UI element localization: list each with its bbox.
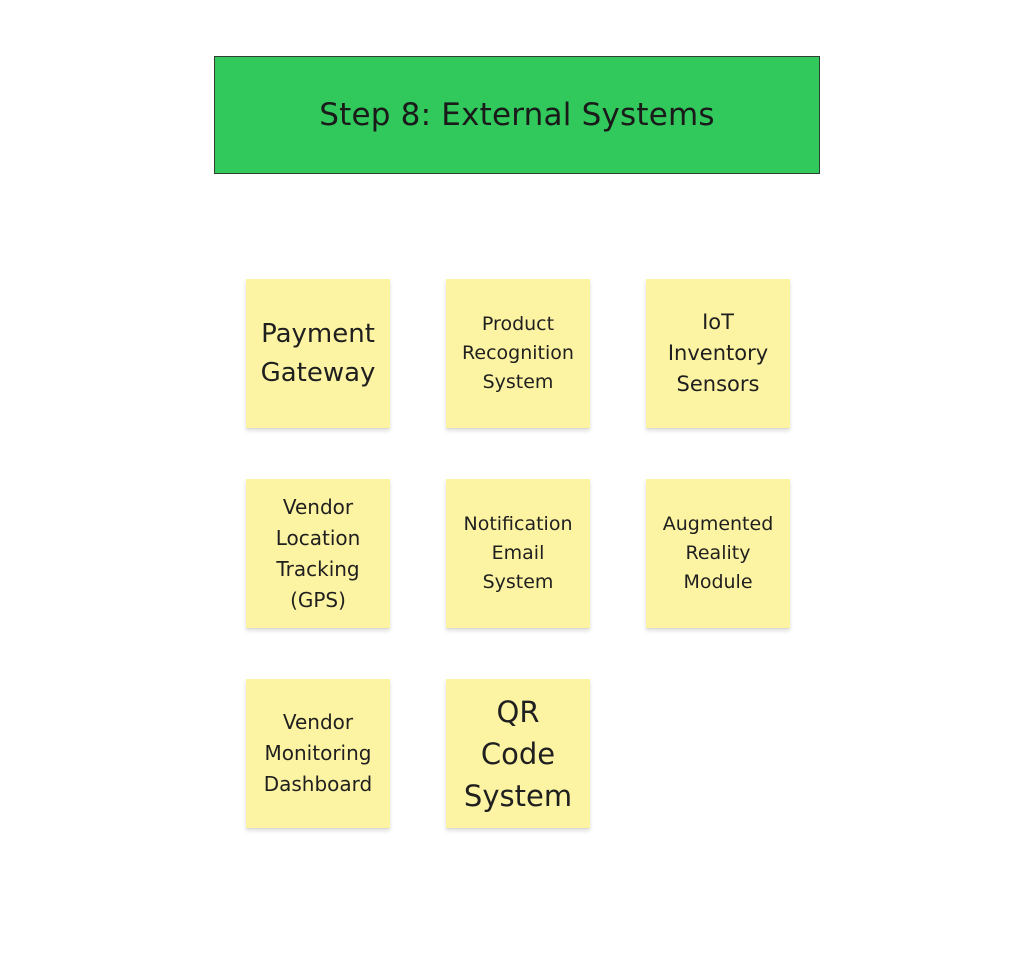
sticky-note-augmented-reality[interactable]: Augmented Reality Module — [646, 479, 790, 628]
sticky-note-notification-email[interactable]: Notification Email System — [446, 479, 590, 628]
sticky-note-label: IoT Inventory Sensors — [667, 310, 769, 396]
sticky-note-vendor-location[interactable]: Vendor Location Tracking (GPS) — [246, 479, 390, 628]
sticky-note-label: Vendor Location Tracking (GPS) — [275, 494, 361, 612]
sticky-note-label: Notification Email System — [463, 513, 573, 593]
sticky-note-payment-gateway[interactable]: Payment Gateway — [246, 279, 390, 428]
step-header[interactable]: Step 8: External Systems — [214, 56, 820, 174]
step-header-title: Step 8: External Systems — [319, 97, 715, 133]
sticky-note-vendor-monitoring[interactable]: Vendor Monitoring Dashboard — [246, 679, 390, 828]
sticky-note-iot-inventory[interactable]: IoT Inventory Sensors — [646, 279, 790, 428]
sticky-note-qr-code[interactable]: QR Code System — [446, 679, 590, 828]
sticky-note-label: Augmented Reality Module — [662, 513, 774, 593]
sticky-note-label: QR Code System — [463, 694, 573, 813]
sticky-note-product-recognition[interactable]: Product Recognition System — [446, 279, 590, 428]
sticky-note-label: Product Recognition System — [462, 313, 574, 393]
sticky-note-label: Payment Gateway — [260, 318, 376, 388]
sticky-note-label: Vendor Monitoring Dashboard — [263, 710, 373, 796]
